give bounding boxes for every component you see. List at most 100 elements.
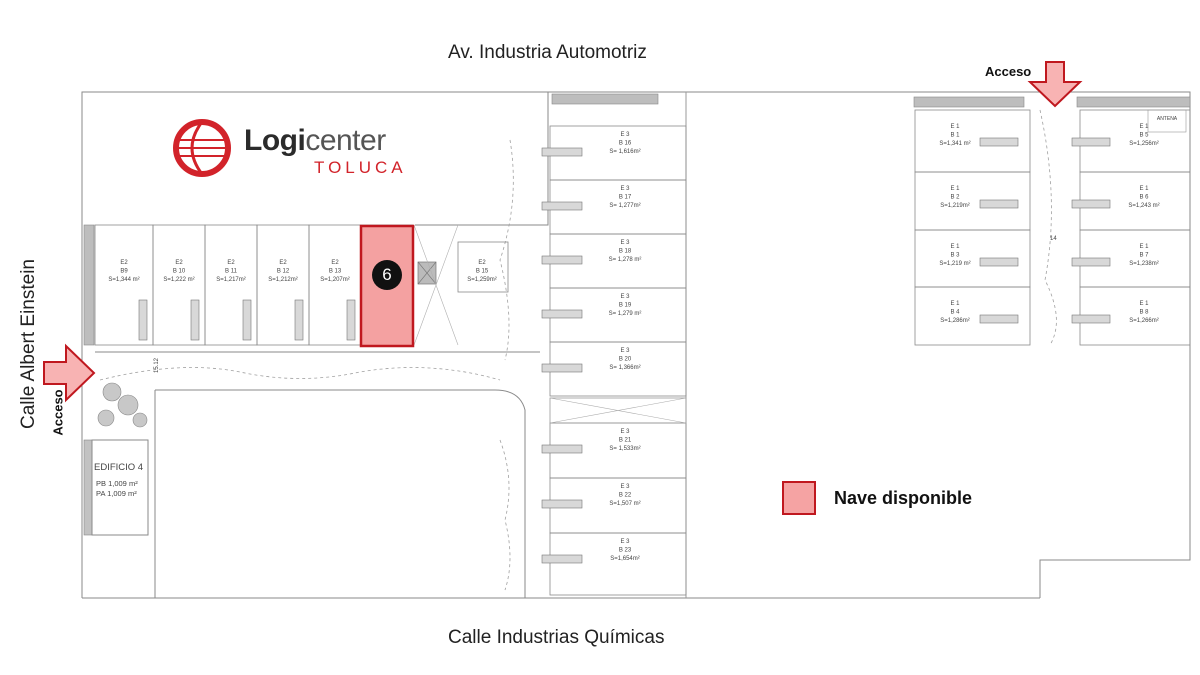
warehouse-bay[interactable]: E 1 B 3 S=1,219 m² [914, 229, 1031, 288]
warehouse-bay[interactable]: E 1B 2S=1,219m² [914, 171, 1031, 231]
bay-outline [914, 286, 1031, 346]
bay-code: B 6 [1139, 195, 1149, 201]
bay-code: B9 [120, 269, 128, 275]
antena-box [1147, 109, 1187, 133]
warehouse-bay[interactable]: E 3B 21S= 1,533m² [541, 422, 687, 479]
globe-icon [173, 119, 231, 177]
bay-code: B 20 [619, 357, 632, 363]
warehouse-bay[interactable]: E 1 B 4 S=1,286m² [914, 286, 1031, 346]
bay-area: S=1,219 m² [939, 261, 970, 267]
site-outline-east [915, 91, 1191, 598]
bay-name: E 1 [1139, 301, 1149, 307]
warehouse-bay[interactable]: E2B 10S=1,222 m² [152, 224, 206, 346]
bay-code: B 13 [329, 269, 342, 275]
bay-code: B 15 [476, 269, 489, 275]
bay-area: S= 1,533m² [609, 446, 640, 452]
legend-swatch [782, 481, 816, 515]
bay-code: B 17 [619, 195, 632, 201]
warehouse-bay[interactable]: E 3B 17S= 1,277m² [541, 179, 687, 235]
edificio4-pa: PA 1,009 m² [96, 489, 137, 498]
e3-gap [549, 397, 687, 424]
warehouse-bay[interactable]: E 1 B 8 S=1,266m² [1071, 286, 1191, 346]
loading-dock [294, 299, 304, 341]
bay-area: S=1,507 m² [609, 501, 640, 507]
bay-area: S=1,344 m² [108, 277, 139, 283]
warehouse-bay[interactable]: E2 B 15 S=1,259m² [457, 241, 509, 293]
warehouse-bay[interactable]: E 1B 1S=1,341 m² [914, 109, 1031, 173]
bay-code: B 11 [225, 269, 238, 275]
bay-name: E 1 [1139, 186, 1149, 192]
bay-area: S= 1,616m² [609, 149, 640, 155]
bay-area: S=1,238m² [1129, 261, 1159, 267]
bay-name: E 1 [1139, 244, 1149, 250]
bay-name: E 3 [620, 539, 630, 545]
bay-code: B 16 [619, 141, 632, 147]
loading-dock [346, 299, 356, 341]
bay-area: S=1,654m² [610, 556, 640, 562]
loading-dock [979, 199, 1019, 209]
bay-name: E2 [120, 260, 128, 266]
bay-code: B 4 [950, 310, 960, 316]
bay-code: B 19 [619, 303, 632, 309]
bay-name: E 1 [1139, 124, 1149, 130]
bay-code: B 23 [619, 548, 632, 554]
bay-area: S= 1,279 m² [609, 311, 642, 317]
bay-name: E 3 [620, 132, 630, 138]
loading-dock [979, 257, 1019, 267]
bay-code: B 18 [619, 249, 632, 255]
brand-city: TOLUCA [314, 158, 407, 177]
access-arrow-west [43, 343, 96, 403]
bay-name: E 1 [950, 186, 960, 192]
service-core [413, 224, 459, 346]
loading-dock [541, 255, 583, 265]
warehouse-bay[interactable]: E2B 11S=1,217m² [204, 224, 258, 346]
warehouse-bay[interactable]: E 3B 22S=1,507 m² [541, 477, 687, 534]
street-label-south: Calle Industrias Químicas [448, 627, 665, 648]
loading-dock [541, 309, 583, 319]
bay-name: E2 [331, 260, 339, 266]
loading-dock [541, 554, 583, 564]
warehouse-bay[interactable]: E 3 B 19 S= 1,279 m² [541, 287, 687, 343]
bay-code: B 12 [277, 269, 290, 275]
loading-dock [1071, 137, 1111, 147]
loading-dock [1071, 314, 1111, 324]
bay-name: E 3 [620, 348, 630, 354]
driveways [99, 109, 1057, 591]
brand-wordmark: Logicenter [244, 124, 386, 158]
bay-area: S= 1,278 m² [609, 257, 642, 263]
brand-center: center [305, 124, 386, 157]
bay-area: S=1,259m² [467, 277, 497, 283]
bay-code: B 21 [619, 438, 632, 444]
bay-area: S=1,286m² [940, 318, 970, 324]
warehouse-bay[interactable]: E 3 B 23 S=1,654m² [541, 532, 687, 596]
bay-outline [549, 532, 687, 596]
bay-area: S=1,266m² [1129, 318, 1159, 324]
bay-area: S=1,256m² [1129, 141, 1159, 147]
bay-area: S=1,341 m² [939, 141, 970, 147]
bay-name: E 1 [950, 244, 960, 250]
warehouse-bay[interactable]: E 3B 20S= 1,366m² [541, 341, 687, 397]
hedges [83, 93, 1191, 536]
loading-dock [138, 299, 148, 341]
warehouse-bay[interactable]: E 3B 18S= 1,278 m² [541, 233, 687, 289]
loading-dock [541, 147, 583, 157]
bay-name: E 3 [620, 294, 630, 300]
warehouse-bay[interactable]: E2B 13S=1,207m² [308, 224, 362, 346]
bay-area: S= 1,277m² [609, 203, 640, 209]
bay-outline [457, 241, 509, 293]
bay-name: E2 [478, 260, 486, 266]
bay-code: B 5 [1139, 133, 1149, 139]
bay-area: S=1,222 m² [163, 277, 194, 283]
warehouse-bay[interactable]: E 1B 7S=1,238m² [1071, 229, 1191, 288]
bay-code: B 8 [1139, 310, 1149, 316]
warehouse-bay[interactable]: E 3 B 16 S= 1,616m² [541, 125, 687, 181]
brand-logi: Logi [244, 124, 306, 157]
bay-area: S=1,219m² [940, 203, 970, 209]
access-arrow-northeast [1027, 61, 1083, 108]
bay-name: E 1 [950, 301, 960, 307]
warehouse-bay[interactable]: E2B 12S=1,212m² [256, 224, 310, 346]
access-label-northeast: Acceso [985, 64, 1032, 79]
bay-code: B 3 [950, 253, 960, 259]
warehouse-bay[interactable]: E 1B 6S=1,243 m² [1071, 171, 1191, 231]
